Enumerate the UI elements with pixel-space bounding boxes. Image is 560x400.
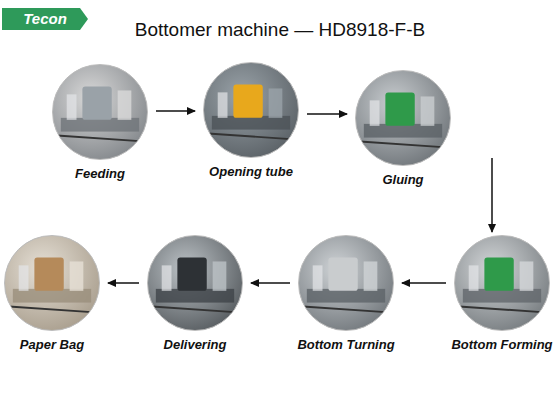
flow-arrow [402, 282, 446, 284]
process-step: Paper Bag [4, 235, 100, 352]
step-caption: Gluing [382, 172, 423, 187]
machine-illustration [53, 65, 147, 159]
flow-arrow [491, 158, 493, 232]
step-photo [454, 235, 550, 331]
step-caption: Feeding [75, 166, 125, 181]
process-step: Gluing [355, 70, 451, 187]
process-step: Opening tube [203, 62, 299, 179]
machine-illustration [204, 63, 298, 157]
step-photo [298, 235, 394, 331]
step-caption: Opening tube [209, 164, 293, 179]
step-photo [147, 235, 243, 331]
machine-illustration [356, 71, 450, 165]
flow-arrow [156, 110, 195, 112]
logo-shape [2, 8, 88, 30]
logo-text: Tecon [12, 8, 78, 30]
machine-illustration [299, 236, 393, 330]
flow-arrow [108, 282, 139, 284]
step-photo [52, 64, 148, 160]
step-photo [4, 235, 100, 331]
step-photo [355, 70, 451, 166]
process-step: Bottom Forming [451, 235, 552, 352]
step-caption: Bottom Forming [451, 337, 552, 352]
step-caption: Delivering [164, 337, 227, 352]
step-photo [203, 62, 299, 158]
machine-illustration [455, 236, 549, 330]
process-step: Bottom Turning [297, 235, 394, 352]
process-step: Feeding [52, 64, 148, 181]
machine-illustration [148, 236, 242, 330]
step-caption: Bottom Turning [297, 337, 394, 352]
diagram-title: Bottomer machine — HD8918-F-B [0, 19, 560, 41]
step-caption: Paper Bag [20, 337, 84, 352]
machine-illustration [5, 236, 99, 330]
flow-arrow [307, 113, 347, 115]
process-step: Delivering [147, 235, 243, 352]
flow-arrow [251, 282, 290, 284]
